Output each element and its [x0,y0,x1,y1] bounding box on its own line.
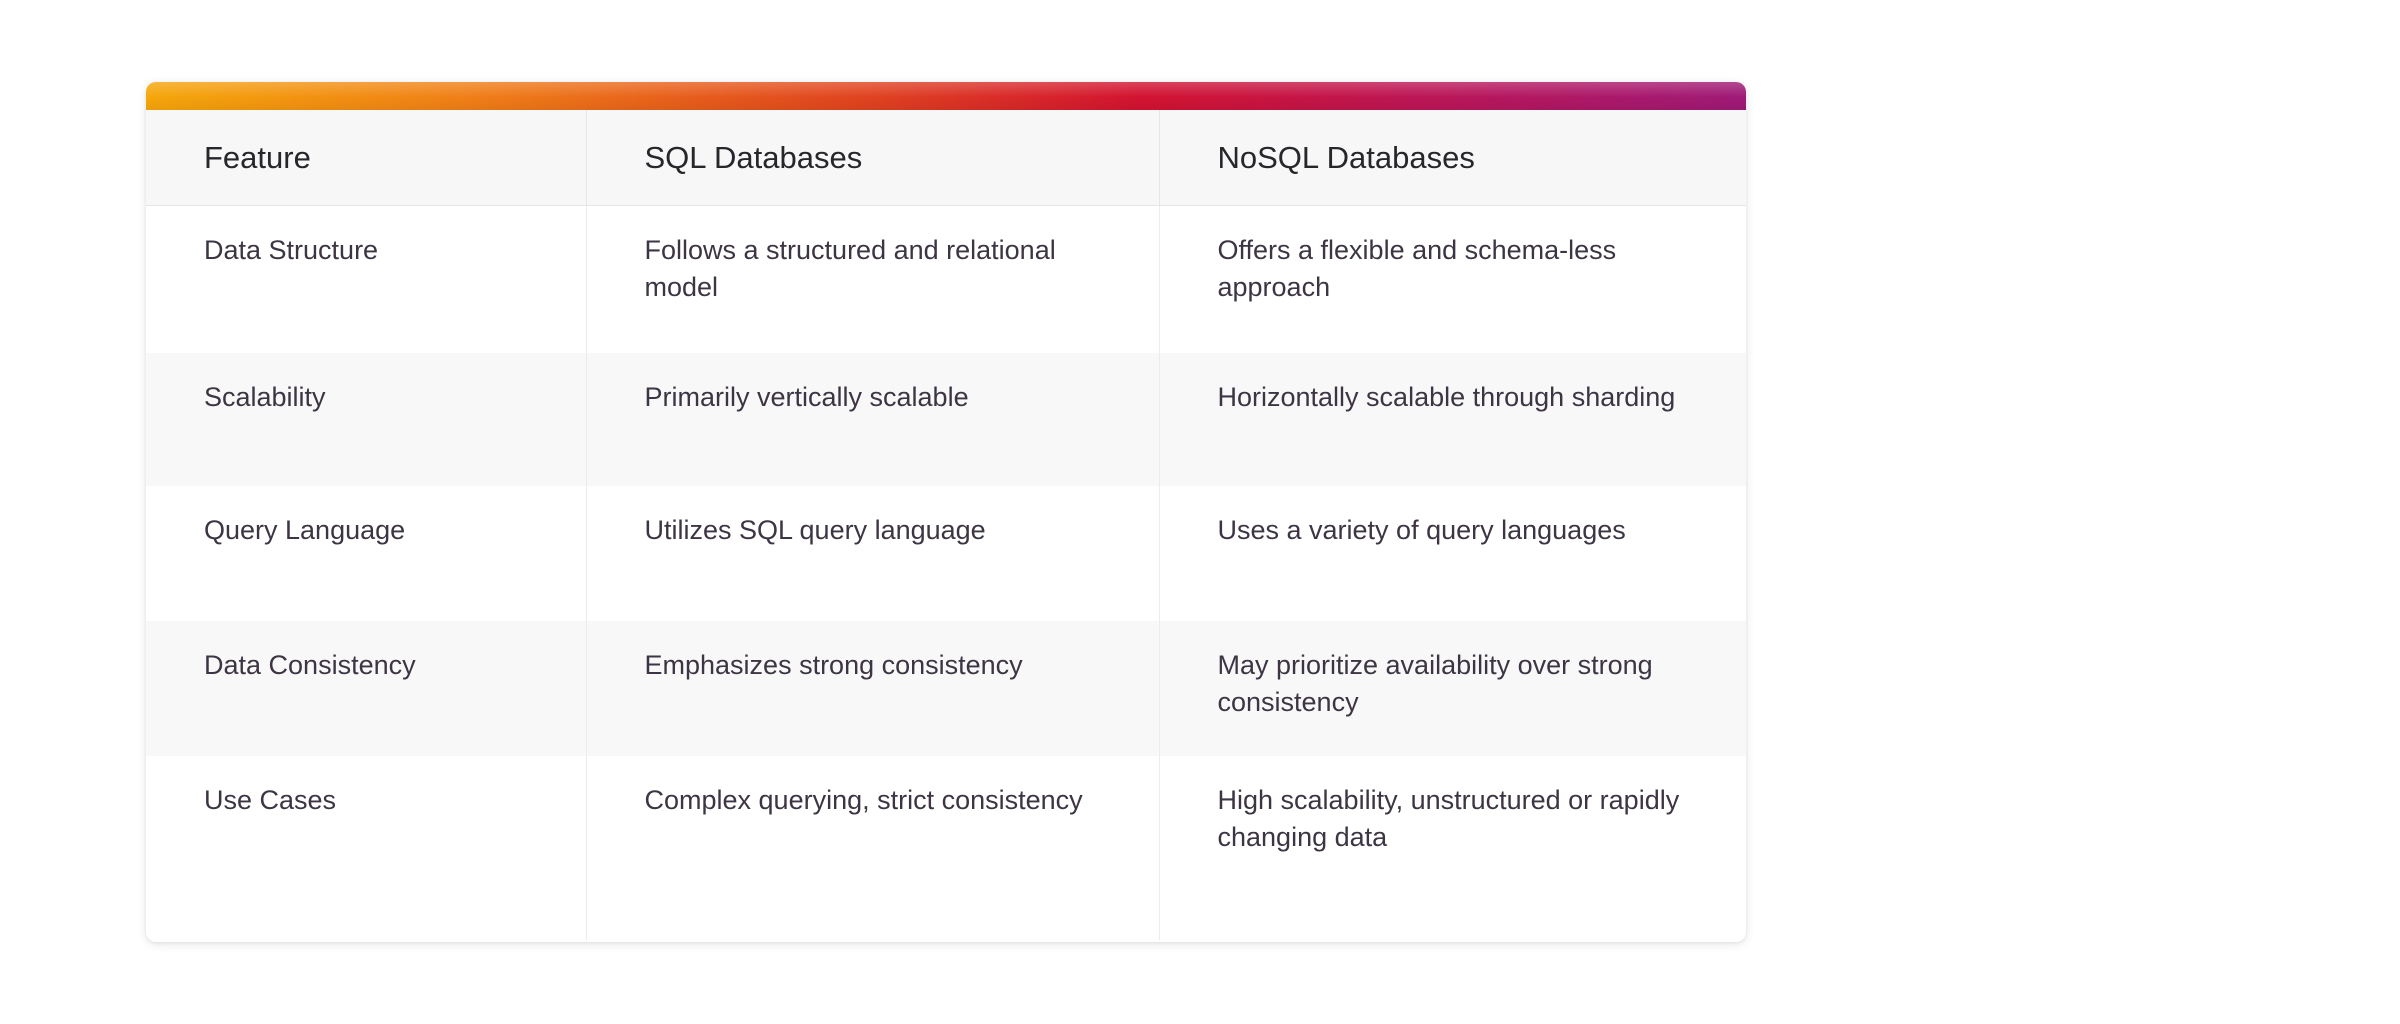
cell-nosql: May prioritize availability over strong … [1159,621,1746,756]
cell-sql-text: Follows a structured and relational mode… [644,234,1056,302]
cell-feature-text: Data Structure [204,234,379,265]
table-body: Data Structure Follows a structured and … [146,205,1746,940]
gradient-accent-bar [146,82,1746,110]
cell-sql: Utilizes SQL query language [586,486,1160,621]
cell-feature-text: Use Cases [204,785,337,815]
table-row: Data Consistency Emphasizes strong consi… [146,621,1746,756]
comparison-table: Feature SQL Databases NoSQL Databases Da… [146,110,1746,940]
table-row: Use Cases Complex querying, strict consi… [146,756,1746,940]
cell-feature: Scalability [146,353,587,486]
cell-nosql-text: Uses a variety of query languages [1217,515,1626,545]
column-header-sql-databases: SQL Databases [586,110,1160,206]
cell-sql: Follows a structured and relational mode… [586,205,1160,353]
cell-sql: Complex querying, strict consistency [586,756,1160,940]
cell-nosql: Offers a flexible and schema-less approa… [1159,205,1746,353]
cell-nosql: Uses a variety of query languages [1159,486,1746,621]
cell-feature-text: Scalability [204,382,326,412]
table-row: Scalability Primarily vertically scalabl… [146,353,1746,486]
cell-nosql: High scalability, unstructured or rapidl… [1159,756,1746,940]
comparison-table-card: Feature SQL Databases NoSQL Databases Da… [146,82,1746,942]
table-row: Query Language Utilizes SQL query langua… [146,486,1746,621]
cell-sql: Emphasizes strong consistency [586,621,1160,756]
cell-sql-text: Emphasizes strong consistency [644,650,1023,680]
column-header-feature: Feature [146,110,587,206]
cell-nosql-text: High scalability, unstructured or rapidl… [1217,785,1680,853]
table-header: Feature SQL Databases NoSQL Databases [146,110,1746,206]
cell-feature: Use Cases [146,756,587,940]
cell-nosql-text: May prioritize availability over strong … [1217,650,1653,718]
cell-nosql-text: Offers a flexible and schema-less approa… [1217,234,1617,302]
cell-nosql: Horizontally scalable through sharding [1159,353,1746,486]
table-header-row: Feature SQL Databases NoSQL Databases [146,110,1746,206]
cell-sql: Primarily vertically scalable [586,353,1160,486]
cell-feature: Data Structure [146,205,587,353]
cell-feature-text: Data Consistency [204,650,416,680]
cell-sql-text: Utilizes SQL query language [644,515,986,545]
table-row: Data Structure Follows a structured and … [146,205,1746,353]
cell-sql-text: Primarily vertically scalable [644,382,969,412]
cell-sql-text: Complex querying, strict consistency [644,785,1083,815]
cell-nosql-text: Horizontally scalable through sharding [1217,382,1676,412]
cell-feature-text: Query Language [204,515,406,545]
cell-feature: Data Consistency [146,621,587,756]
column-header-nosql-databases: NoSQL Databases [1159,110,1746,206]
cell-feature: Query Language [146,486,587,621]
